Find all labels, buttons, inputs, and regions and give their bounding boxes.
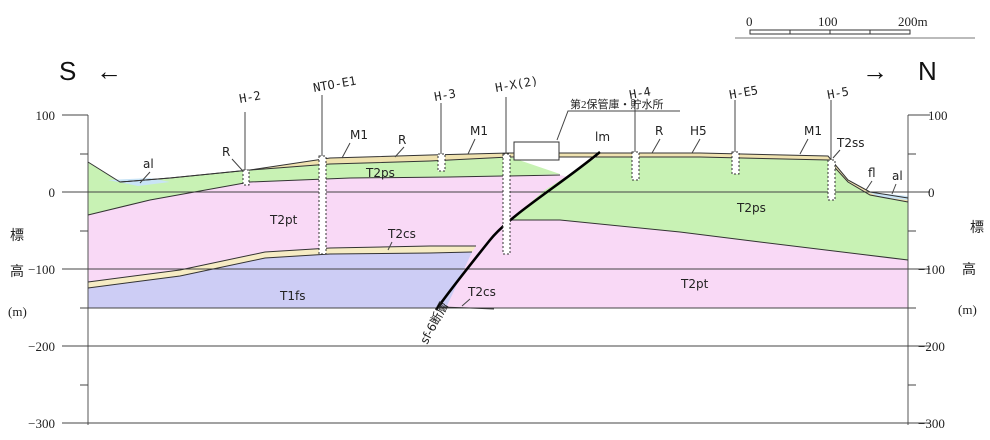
label-al-left: al [143,157,154,171]
label-r-1: R [222,145,230,159]
tick-left-100: 100 [36,108,56,123]
axis-right-label-3: (m) [958,302,977,317]
layer-t2cs-upper [88,246,476,288]
facility-label: 第2保管庫・貯水所 [570,97,664,111]
axis-left-label-2: 高 [10,263,24,280]
borehole-h-3 [437,103,446,172]
borehole-h-5 [827,100,836,201]
label-m1-a: M1 [350,128,368,142]
axis-right: 100 0 −100 −200 −300 標 高 (m) [918,108,984,431]
label-t2pt-right: T2pt [680,277,709,291]
label-fl: fl [868,166,876,180]
layer-surface-cover [88,153,908,202]
label-t2ps-right: T2ps [736,201,766,215]
axis-right-label-1: 標 [970,220,984,236]
label-m1-c: M1 [804,124,822,138]
south-label: S [59,56,76,86]
scale-label-200: 200m [898,14,928,29]
boreholes [242,95,836,255]
label-t2ss: T2ss [836,136,864,150]
label-t2ps-left: T2ps [365,166,395,180]
axis-left: 100 0 −100 −200 −300 標 高 (m) [8,108,55,431]
label-r-2: R [398,133,406,147]
layer-t1fs [88,252,472,308]
tick-right-m100: −100 [918,262,945,277]
label-lm: lm [595,130,610,144]
label-r-3: R [655,124,663,138]
facility-building [513,141,560,161]
borehole-label-nto-e1: NTO-E1 [312,74,357,95]
label-h5: H5 [690,124,707,138]
tick-left-m200: −200 [28,339,55,354]
tick-right-m300: −300 [918,416,945,431]
borehole-label-h-2: H-2 [238,88,262,106]
axis-left-label-1: 標 [10,228,24,244]
tick-left-m300: −300 [28,416,55,431]
layer-alluvium-right [868,192,908,200]
facility-leader [556,110,680,141]
layer-t2ps-right [510,157,908,260]
tick-left-0: 0 [49,185,56,200]
label-t2pt-left: T2pt [269,213,298,227]
label-t2cs-lower: T2cs [467,285,496,299]
axis-right-label-2: 高 [962,261,976,278]
tick-right-0: 0 [928,185,935,200]
borehole-h-4 [631,100,640,181]
tick-right-100: 100 [928,108,948,123]
borehole-label-h-5: H-5 [826,84,850,102]
label-t2cs-upper: T2cs [387,227,416,241]
borehole-h-x2 [502,97,511,255]
scale-label-100: 100 [818,14,838,29]
borehole-label-h-3: H-3 [433,86,457,104]
north-label: N [918,56,937,86]
scale-label-0: 0 [746,14,753,29]
label-m1-b: M1 [470,124,488,138]
layer-alluvium-left [108,178,170,186]
borehole-label-h-x2: H-X(2) [494,74,539,95]
grid [62,114,930,425]
strata [88,153,908,308]
borehole-nto-e1 [318,95,327,255]
scale-bar: 0 100 200m [735,14,975,39]
right-arrow-icon: → [862,56,888,86]
fault-line [434,150,601,311]
left-arrow-icon: ← [96,56,122,86]
label-t1fs: T1fs [279,289,305,303]
label-al-right: al [892,169,903,183]
layer-t2ps-left [88,157,560,215]
tick-right-m200: −200 [918,339,945,354]
tick-left-m100: −100 [28,262,55,277]
borehole-label-h-4: H-4 [628,84,652,102]
borehole-label-h-e5: H-E5 [728,83,759,102]
borehole-h-e5 [731,100,740,175]
axis-left-label-3: (m) [8,304,27,319]
borehole-h-2 [242,112,250,186]
